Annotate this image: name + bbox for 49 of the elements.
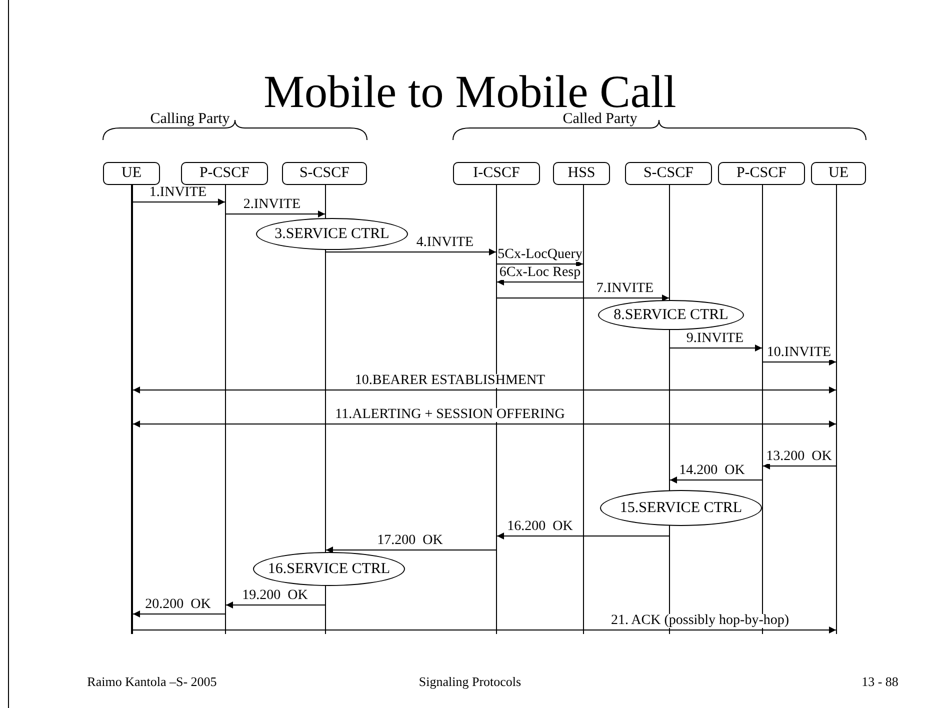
lifeline <box>762 185 763 634</box>
message-arrow <box>762 462 836 470</box>
edge-label: 10.INVITE <box>766 346 832 360</box>
entity-box: S-CSCF <box>625 162 712 185</box>
message-arrow <box>496 532 670 540</box>
edge-label: 6Cx-Loc Resp <box>498 266 582 280</box>
lifeline <box>131 185 133 634</box>
process-ellipse: 16.SERVICE CTRL <box>253 552 405 586</box>
message-arrow <box>226 210 326 218</box>
process-ellipse: 15.SERVICE CTRL <box>600 490 762 526</box>
entity-box: P-CSCF <box>718 162 805 185</box>
lifeline <box>325 185 326 634</box>
message-arrow <box>670 344 762 352</box>
lifeline <box>583 185 584 634</box>
group-label: Called Party <box>562 110 638 129</box>
process-ellipse: 3.SERVICE CTRL <box>256 218 408 250</box>
footer-text: Raimo Kantola –S- 2005 <box>87 673 217 691</box>
message-arrow <box>132 386 836 394</box>
message-arrow <box>132 610 226 618</box>
footer-text: Signaling Protocols <box>418 673 522 691</box>
lifeline <box>225 185 226 634</box>
entity-box: UE <box>811 162 866 185</box>
message-arrow <box>326 546 496 554</box>
entity-box: HSS <box>553 162 610 185</box>
footer-text: 13 - 88 <box>862 673 898 691</box>
edge-label: 21. ACK (possibly hop-by-hop) <box>610 614 790 628</box>
message-arrow <box>326 248 496 256</box>
message-arrow <box>132 420 836 428</box>
lifeline <box>836 185 837 634</box>
lifeline <box>496 185 497 634</box>
entity-box: UE <box>103 162 160 185</box>
edge-label: 11.ALERTING + SESSION OFFERING <box>334 408 566 422</box>
message-arrow <box>226 602 326 608</box>
message-arrow <box>762 358 836 366</box>
edge-label: 10.BEARER ESTABLISHMENT <box>354 374 546 388</box>
message-arrow <box>496 260 584 268</box>
edge-label: 13.200 OK <box>765 450 833 464</box>
edge-label: 5Cx-LocQuery <box>496 248 584 262</box>
message-arrow <box>132 626 836 634</box>
entity-box: P-CSCF <box>181 162 268 185</box>
message-arrow <box>496 278 584 286</box>
message-arrow <box>132 198 226 206</box>
group-label: Calling Party <box>150 110 230 129</box>
message-arrow <box>496 294 670 302</box>
lifeline <box>669 185 670 634</box>
message-arrow <box>670 476 762 484</box>
process-ellipse: 8.SERVICE CTRL <box>598 300 744 330</box>
entity-box: S-CSCF <box>282 162 367 185</box>
entity-box: I-CSCF <box>453 162 540 185</box>
